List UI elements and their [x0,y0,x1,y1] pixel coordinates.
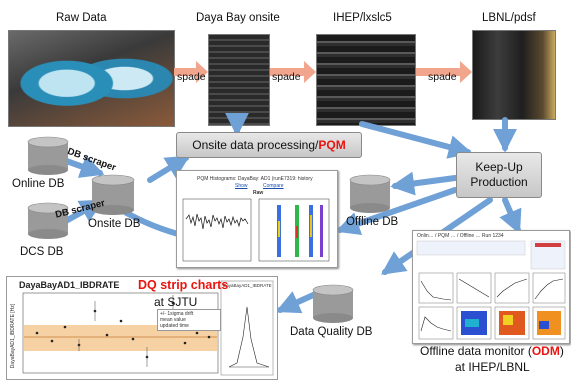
strip-chart-side-title: DayaBayAD1_IBDRATE [223,283,272,288]
pqm-mini-plots [182,198,330,262]
pqm-link-compare[interactable]: Compare [263,183,284,189]
odm-panel: Onlin… / PQM … / Offline … Run 1234 [412,230,570,344]
odm-label: ODM [531,344,560,358]
arrow-ihep-to-keepup [359,121,473,159]
dq-strip-charts-label: DQ strip charts [138,278,229,292]
legend-updated: updated time [160,323,189,329]
arrow-keepup-to-dqdb-2 [335,187,458,236]
dq-strip-chart-panel: DayaBayAD1_IBDRATE DayaBayAD1_IBDRATE [H… [6,276,278,380]
data-quality-db-cylinder [312,284,354,323]
pqm-histogram-panel: PQM Histograms: DayaBay: AD1 (runE7319: … [176,170,338,268]
strip-chart-plot [22,280,274,376]
dq-location-label: at SJTU [154,295,198,309]
arrow-onsite-to-processing-db [147,155,191,183]
ihep-label: IHEP/lxslc5 [333,12,392,24]
keepup-label-line2: Production [470,175,528,189]
offline-db-label: Offline DB [346,216,399,228]
keepup-label-line1: Keep-Up [475,160,523,174]
onsite-processing-box: Onsite data processing/PQM [176,132,362,158]
pqm-panel-subtitle: Raw [253,190,264,196]
daya-bay-onsite-label: Daya Bay onsite [196,12,280,24]
dcs-db-label: DCS DB [20,246,64,258]
ihep-photo [316,34,416,126]
lbnl-label: LBNL/pdsf [482,12,536,24]
arrow-keepup-to-offlinedb [390,171,458,196]
odm-caption-suffix: ) [559,344,564,358]
onsite-db-label: Onsite DB [88,218,141,230]
spade-arrow-2 [270,61,316,83]
offline-db-cylinder [349,174,391,213]
spade-label-2: spade [272,71,301,83]
dcs-db-cylinder [27,202,69,239]
data-quality-db-label: Data Quality DB [290,326,373,338]
pqm-panel-title: PQM Histograms: DayaBay: AD1 (runE7319: … [197,176,313,182]
lbnl-photo [472,30,556,120]
legend-mean: mean value [160,317,186,323]
raw-data-label: Raw Data [56,12,107,24]
odm-mini-plots [416,240,566,340]
online-db-label: Online DB [12,178,65,190]
raw-data-photo [8,30,175,127]
legend-drift: +/- 1sigma drift [160,311,194,317]
odm-location-label: at IHEP/LBNL [455,360,530,374]
onsite-db-cylinder [91,174,135,215]
online-db-cylinder [27,136,69,175]
pqm-label: PQM [318,138,346,152]
odm-caption-prefix: Offline data monitor ( [420,344,532,358]
spade-label-1: spade [177,71,206,83]
odm-panel-title: Onlin… / PQM … / Offline … Run 1234 [417,233,504,239]
arrow-keepup-to-odm [499,197,522,235]
strip-chart-legend: +/- 1sigma drift mean value updated time [157,309,221,331]
pqm-link-show[interactable]: Show [235,183,248,189]
keepup-production-box: Keep-Up Production [456,152,542,198]
onsite-processing-label: Onsite data processing/ [192,138,319,152]
odm-caption: Offline data monitor (ODM) [420,345,564,358]
spade-arrow-3 [416,61,472,83]
spade-arrow-1 [174,61,208,83]
spade-label-3: spade [428,71,457,83]
strip-chart-title: DayaBayAD1_IBDRATE [19,280,120,290]
